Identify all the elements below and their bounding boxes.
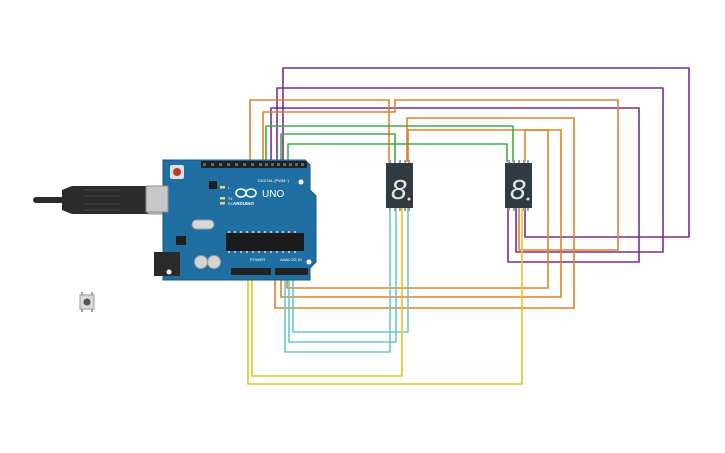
pushbutton-leg	[91, 292, 93, 295]
pushbutton-leg	[81, 292, 83, 295]
analog-header-label: ANALOG IN	[280, 257, 302, 262]
seven-segment-display-2[interactable]: 8	[505, 160, 532, 211]
usb-plug-body	[62, 186, 148, 214]
wire-purple[interactable]	[270, 107, 640, 263]
usb-b-port	[145, 185, 169, 213]
wire-cyan[interactable]	[292, 208, 409, 333]
wire-green[interactable]	[280, 133, 396, 162]
board-pcb	[162, 159, 317, 281]
pushbutton-leg	[91, 309, 93, 312]
crystal-oscillator	[191, 219, 215, 230]
led-l	[220, 186, 225, 189]
mount-hole	[298, 179, 304, 185]
display-pins-top	[389, 160, 410, 163]
seven-segment-display-1[interactable]: 8	[386, 160, 413, 211]
analog-header[interactable]	[275, 268, 308, 275]
digital-header-label: DIGITAL (PWM~)	[258, 178, 290, 183]
wires	[247, 67, 690, 385]
mount-hole	[166, 269, 172, 275]
board-brand-label: ARDUINO	[233, 201, 254, 206]
usb-plug-grip	[84, 189, 120, 211]
led-tx-label: TX	[228, 197, 233, 201]
reset-button-cap	[173, 168, 181, 176]
display-digit: 8	[510, 174, 526, 205]
digital-header-pins	[203, 163, 304, 166]
wire-purple[interactable]	[282, 67, 690, 238]
pushbutton-leg	[81, 309, 83, 312]
led-rx-label: RX	[228, 202, 234, 206]
wire-orange[interactable]	[262, 99, 619, 251]
wire-green[interactable]	[265, 125, 514, 162]
display-digit: 8	[391, 174, 407, 205]
wire-orange[interactable]	[274, 117, 575, 309]
voltage-regulator	[176, 236, 186, 245]
atmega-chip-pins	[228, 231, 296, 253]
wire-yellow[interactable]	[247, 208, 523, 385]
display-pins-top	[508, 160, 529, 163]
wire-cyan[interactable]	[288, 208, 397, 343]
arduino-logo-icon	[235, 188, 257, 198]
small-chip	[209, 181, 217, 189]
power-header[interactable]	[231, 268, 271, 275]
capacitor-1	[194, 255, 208, 269]
display-body	[505, 163, 532, 208]
led-rx	[220, 202, 225, 205]
capacitor-2	[207, 255, 221, 269]
display-pins-bottom	[508, 208, 529, 211]
wire-green[interactable]	[287, 143, 508, 162]
wire-cyan[interactable]	[284, 208, 391, 353]
display-pins-bottom	[389, 208, 410, 211]
wire-orange[interactable]	[286, 129, 549, 289]
pushbutton[interactable]	[79, 292, 95, 312]
power-header-label: POWER	[250, 257, 265, 262]
wire-orange[interactable]	[280, 129, 562, 298]
led-tx	[220, 197, 225, 200]
board-model-label: UNO	[262, 189, 284, 200]
display-decimal-point	[526, 197, 530, 201]
mount-hole	[306, 259, 312, 265]
pushbutton-cap	[83, 298, 91, 306]
arduino-uno-board[interactable]: DIGITAL (PWM~) UNO ARDUINO L TX RX	[145, 159, 317, 281]
display-decimal-point	[407, 197, 411, 201]
display-body	[386, 163, 413, 208]
atmega-chip	[226, 233, 304, 251]
led-l-label: L	[228, 186, 230, 190]
wire-yellow[interactable]	[251, 208, 403, 377]
